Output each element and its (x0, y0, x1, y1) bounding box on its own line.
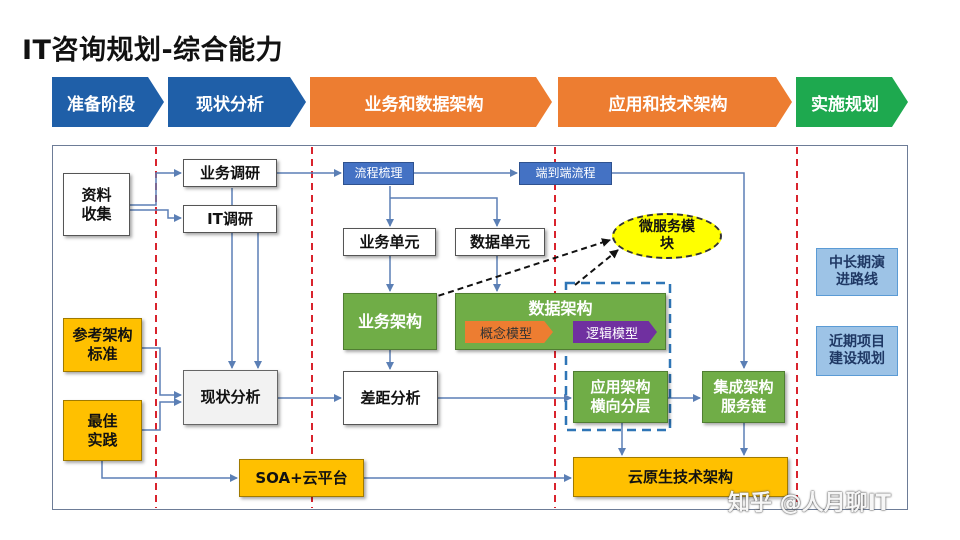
phase-arrow-impl (796, 77, 908, 127)
near-term-projects-box: 近期项目 建设规划 (816, 326, 898, 376)
data-unit-box: 数据单元 (455, 228, 545, 256)
it-research-box: IT调研 (183, 205, 277, 233)
phase-label-apptech: 应用和技术架构 (608, 94, 728, 115)
logic-app-group-boundary (564, 281, 672, 432)
phase-arrow-bizdata (310, 77, 552, 127)
business-research-box: 业务调研 (183, 159, 277, 187)
diagram-frame (52, 145, 908, 510)
application-architecture-box: 应用架构 横向分层 (573, 371, 668, 423)
phase-arrow-status (168, 77, 306, 127)
business-architecture-box: 业务架构 (343, 293, 437, 350)
phase-label-bizdata: 业务和数据架构 (364, 94, 484, 115)
page-title: IT咨询规划-综合能力 (22, 35, 284, 66)
end-to-end-process-box: 端到端流程 (519, 162, 612, 185)
reference-architecture-box: 参考架构 标准 (63, 318, 142, 372)
integration-architecture-box: 集成架构 服务链 (702, 371, 785, 423)
data-collection-box: 资料 收集 (63, 173, 130, 236)
gap-analysis-box: 差距分析 (343, 371, 438, 425)
soa-cloud-platform-box: SOA+云平台 (239, 459, 364, 497)
data-architecture-label: 数据架构 (528, 299, 593, 318)
phase-label-status: 现状分析 (196, 94, 264, 115)
concept-model-tag: 概念模型 (465, 321, 553, 343)
phase-arrow-prep (52, 77, 164, 127)
phase-label-impl: 实施规划 (811, 94, 879, 115)
business-unit-box: 业务单元 (343, 228, 436, 256)
phase-label-prep: 准备阶段 (67, 94, 135, 115)
status-analysis-box: 现状分析 (183, 370, 278, 425)
logic-model-tag: 逻辑模型 (573, 321, 657, 343)
watermark: 知乎 @人月聊IT (728, 491, 891, 516)
cloud-native-architecture-box: 云原生技术架构 (573, 457, 788, 497)
best-practice-box: 最佳 实践 (63, 400, 142, 461)
phase-arrow-apptech (558, 77, 792, 127)
roadmap-box: 中长期演 进路线 (816, 248, 898, 296)
microservice-module-ellipse: 微服务模 块 (612, 213, 722, 259)
process-sorting-box: 流程梳理 (343, 162, 414, 185)
